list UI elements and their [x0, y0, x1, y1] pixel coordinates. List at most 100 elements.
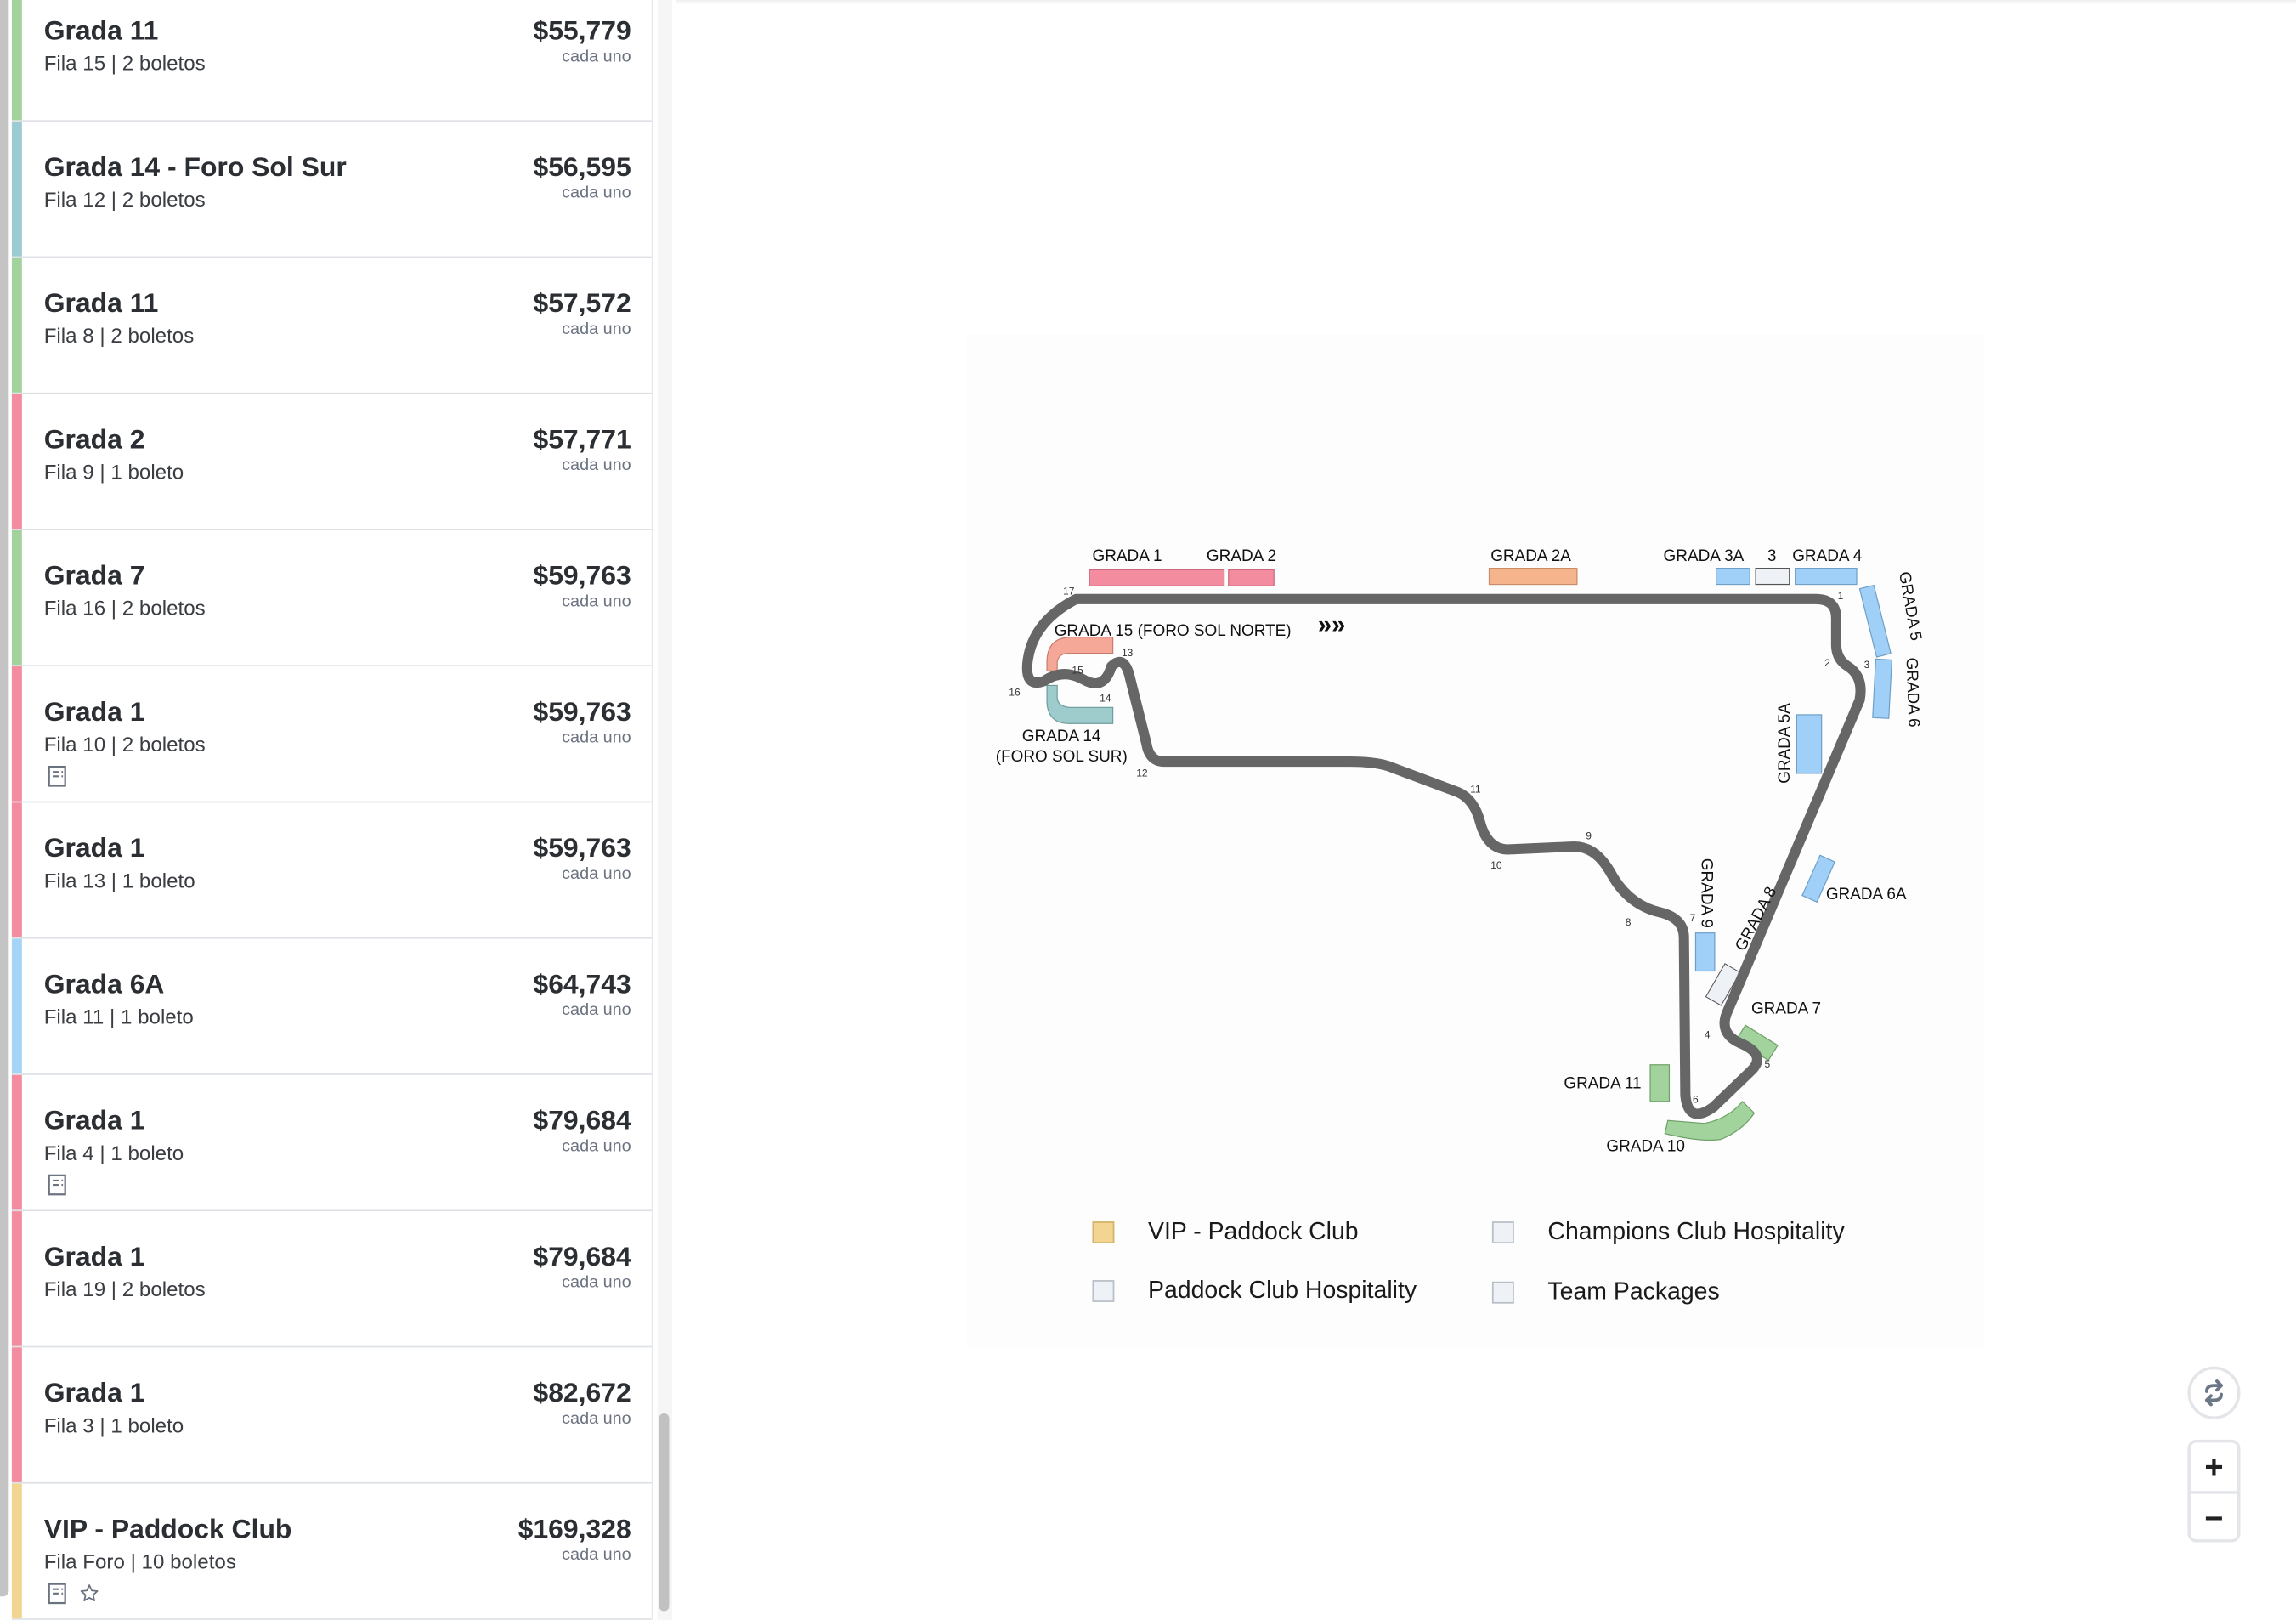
listing-price: $82,672 [533, 1376, 631, 1408]
stand-grada-10[interactable] [1664, 1100, 1756, 1141]
stand-grada-2[interactable] [1228, 569, 1275, 586]
price-unit: cada uno [562, 1001, 631, 1020]
label-grada-2a: GRADA 2A [1490, 547, 1571, 565]
listing-price: $79,684 [533, 1104, 631, 1136]
stand-grada-1[interactable] [1089, 569, 1225, 586]
listing-title: Grada 14 - Foro Sol Sur [43, 150, 347, 182]
notes-icon [47, 1173, 67, 1204]
section-color-stripe [11, 1483, 22, 1619]
listing-row[interactable]: Grada 11 Fila 15 | 2 boletos $55,779 cad… [11, 0, 652, 123]
stand-grada-6[interactable] [1872, 658, 1892, 719]
section-color-stripe [11, 258, 22, 393]
turn-13: 13 [1122, 647, 1134, 659]
price-unit: cada uno [562, 184, 631, 202]
label-grada-1: GRADA 1 [1093, 547, 1162, 565]
listing-price: $57,771 [533, 423, 631, 455]
label-grada-5: GRADA 5 [1895, 570, 1925, 642]
turn-8: 8 [1626, 916, 1632, 928]
listing-title: Grada 1 [43, 1240, 145, 1272]
listing-title: Grada 7 [43, 559, 145, 591]
stand-grada-4[interactable] [1795, 567, 1858, 586]
label-grada-15: GRADA 15 (FORO SOL NORTE) [1055, 622, 1292, 640]
legend-swatch [1092, 1280, 1115, 1302]
stand-grada-6a[interactable] [1801, 854, 1836, 903]
label-grada-6: GRADA 6 [1903, 657, 1923, 728]
stand-grada-9[interactable] [1694, 932, 1716, 972]
label-3: 3 [1767, 547, 1777, 565]
legend-swatch [1491, 1281, 1514, 1304]
listing-row[interactable]: Grada 7 Fila 16 | 2 boletos $59,763 cada… [11, 530, 652, 668]
label-grada-7: GRADA 7 [1751, 1000, 1821, 1017]
listing-title: Grada 1 [43, 1376, 145, 1408]
listing-title: Grada 2 [43, 423, 145, 455]
turn-2: 2 [1824, 657, 1830, 669]
listing-price: $79,684 [533, 1240, 631, 1272]
listing-icons [47, 1582, 99, 1612]
label-grada-6a: GRADA 6A [1826, 886, 1907, 903]
direction-arrows-icon: »» [1318, 610, 1346, 638]
turn-3: 3 [1864, 659, 1870, 671]
listing-details: Fila 3 | 1 boleto [43, 1413, 184, 1437]
listing-details: Fila 9 | 1 boleto [43, 460, 184, 484]
listing-row[interactable]: Grada 1 Fila 4 | 1 boleto $79,684 cada u… [11, 1074, 652, 1213]
turn-1: 1 [1838, 590, 1844, 602]
stand-grada-2a[interactable] [1488, 567, 1578, 586]
section-color-stripe [11, 938, 22, 1074]
stand-grada-14[interactable] [1046, 684, 1114, 724]
section-color-stripe [11, 394, 22, 530]
turn-7: 7 [1690, 912, 1696, 924]
label-grada-11: GRADA 11 [1564, 1074, 1641, 1092]
stand-3[interactable] [1755, 567, 1790, 586]
list-scrollbar-thumb[interactable] [659, 1413, 670, 1612]
listing-title: Grada 1 [43, 831, 145, 863]
listing-details: Fila 15 | 2 boletos [43, 51, 206, 75]
legend-label: VIP - Paddock Club [1147, 1218, 1359, 1245]
listing-price: $169,328 [517, 1513, 631, 1544]
zoom-in-button[interactable]: + [2190, 1442, 2238, 1494]
listing-row[interactable]: Grada 1 Fila 3 | 1 boleto $82,672 cada u… [11, 1347, 652, 1486]
price-unit: cada uno [562, 320, 631, 339]
legend-swatch [1491, 1221, 1514, 1243]
turn-10: 10 [1490, 859, 1502, 871]
turn-11: 11 [1470, 783, 1481, 795]
listing-details: Fila 8 | 2 boletos [43, 323, 195, 348]
listing-row[interactable]: VIP - Paddock Club Fila Foro | 10 boleto… [11, 1483, 652, 1620]
section-color-stripe [11, 802, 22, 937]
price-unit: cada uno [562, 1137, 631, 1156]
listing-price: $59,763 [533, 559, 631, 591]
stand-grada-5[interactable] [1858, 584, 1892, 658]
price-unit: cada uno [562, 456, 631, 475]
label-grada-14: GRADA 14 [1022, 728, 1101, 745]
label-grada-3a: GRADA 3A [1664, 547, 1745, 565]
stand-grada-8[interactable] [1705, 963, 1741, 1006]
section-color-stripe [11, 1074, 22, 1210]
listing-row[interactable]: Grada 6A Fila 11 | 1 boleto $64,743 cada… [11, 938, 652, 1077]
listing-row[interactable]: Grada 11 Fila 8 | 2 boletos $57,572 cada… [11, 258, 652, 396]
zoom-out-button[interactable]: − [2204, 1498, 2224, 1536]
legend-swatch [1092, 1221, 1115, 1243]
turn-17: 17 [1063, 586, 1075, 598]
list-scrollbar[interactable] [657, 0, 672, 1620]
listing-details: Fila 13 | 1 boleto [43, 868, 195, 892]
listing-details: Fila 10 | 2 boletos [43, 732, 206, 756]
listing-row[interactable]: Grada 1 Fila 10 | 2 boletos $59,763 cada… [11, 666, 652, 805]
listing-row[interactable]: Grada 2 Fila 9 | 1 boleto $57,771 cada u… [11, 394, 652, 532]
stand-grada-11[interactable] [1649, 1064, 1671, 1102]
listing-price: $64,743 [533, 968, 631, 1000]
section-color-stripe [11, 1211, 22, 1346]
rotate-map-button[interactable] [2187, 1366, 2241, 1419]
stand-grada-3a[interactable] [1715, 567, 1750, 586]
outer-scrollbar[interactable] [0, 0, 9, 1597]
listing-icons [47, 1173, 67, 1204]
listing-row[interactable]: Grada 14 - Foro Sol Sur Fila 12 | 2 bole… [11, 122, 652, 260]
listing-row[interactable]: Grada 1 Fila 19 | 2 boletos $79,684 cada… [11, 1211, 652, 1350]
label-grada-9: GRADA 9 [1697, 858, 1715, 928]
stand-grada-5a[interactable] [1796, 714, 1823, 774]
price-unit: cada uno [562, 592, 631, 611]
listing-price: $57,572 [533, 286, 631, 318]
label-grada-2: GRADA 2 [1207, 547, 1276, 565]
label-grada-14-sub: (FORO SOL SUR) [996, 748, 1128, 766]
section-color-stripe [11, 122, 22, 257]
